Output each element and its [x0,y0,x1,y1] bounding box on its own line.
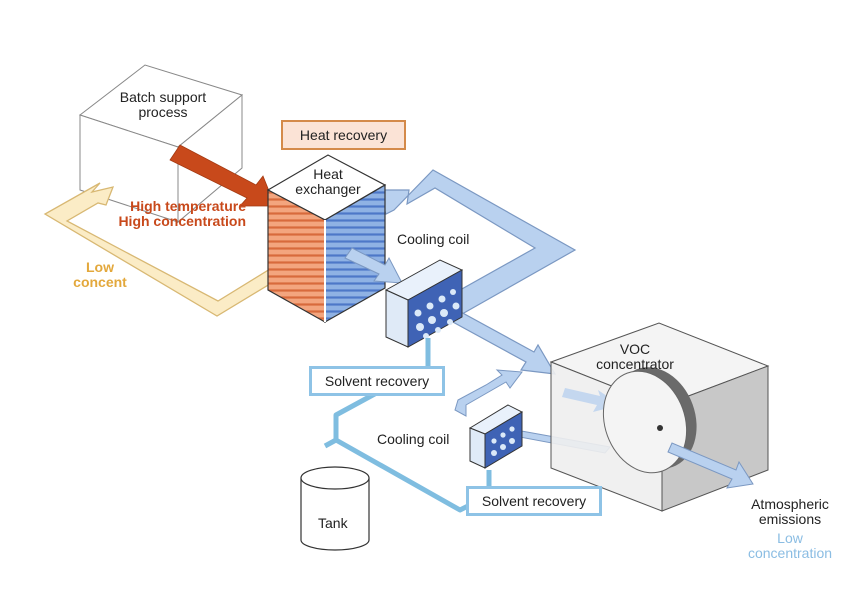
emissions-arrow [667,442,754,489]
cooling-coil-2-unit [468,404,524,469]
water-droplets-2 [491,426,515,456]
heat-recovery-badge: Heat recovery [281,120,406,150]
solvent-recovery-1-badge: Solvent recovery [309,366,445,396]
tank-label: Tank [318,515,348,531]
exchanger-to-coil-arrow [344,247,403,284]
cooling-coil-1-label: Cooling coil [397,231,470,247]
voc-rotor-disk [602,367,697,474]
tank-cylinder [300,466,370,551]
liquid-lines [323,338,492,513]
cooling-loop-pipe [376,169,577,375]
water-droplets-1 [414,289,460,339]
cooling-coil-1-unit [384,259,464,348]
low-concentration-return-arrow [43,182,304,317]
cooling-coil-2-label: Cooling coil [377,431,450,447]
solvent-recovery-2-badge: Solvent recovery [466,486,602,516]
